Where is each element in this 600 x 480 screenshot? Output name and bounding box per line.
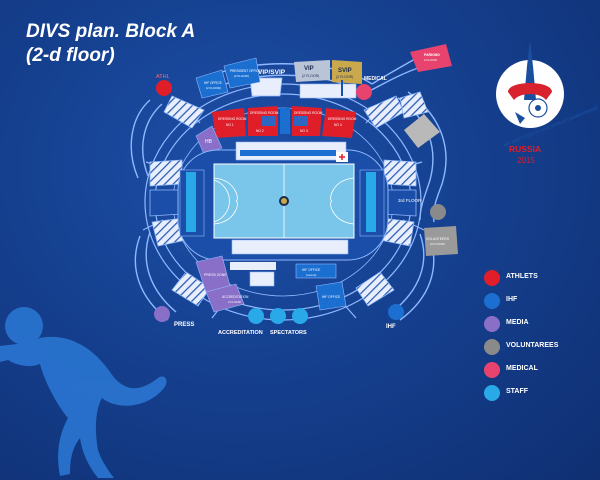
handball-court xyxy=(213,163,355,239)
accreditation-label: ACCREDITATION xyxy=(218,330,263,336)
volunteers-room-sub: (3 FLOOR) xyxy=(430,242,445,246)
legend-swatch xyxy=(484,316,500,332)
legend-item-athlets: ATHLETS xyxy=(484,270,594,288)
floor3-label: 3rd FLOOR xyxy=(398,198,422,203)
vip-box-label: VIP xyxy=(304,66,314,72)
volunteers-rooms[interactable] xyxy=(404,114,458,256)
entrance-markers[interactable] xyxy=(154,304,404,324)
dressing-3-no: NO 3 xyxy=(300,129,308,133)
press-label: PRESS xyxy=(174,322,194,328)
medical-marker[interactable] xyxy=(356,84,372,100)
spectators-label: SPECTATORS xyxy=(270,330,307,336)
dressing-2-label: DRESSING ROOM xyxy=(250,111,279,115)
legend-label: IHF xyxy=(506,296,518,303)
legend-label: STAFF xyxy=(506,388,529,395)
seating-sections xyxy=(149,91,429,307)
ihf-office-label: IHF OFFICE xyxy=(204,81,222,85)
dressing-4-label: DRESSING ROOM xyxy=(328,117,357,121)
svip-box-label: SVIP xyxy=(338,68,352,74)
title-line-1: DIVS plan. Block A xyxy=(26,21,196,42)
legend-swatch xyxy=(484,362,500,378)
ihf-office-sub: (2 FLOOR) xyxy=(206,86,221,90)
vip-svip-label: VIP/SVIP xyxy=(258,69,286,76)
logo-year: 2015 xyxy=(517,156,535,165)
president-office-label: PRESIDENT OFFICE xyxy=(230,69,261,73)
legend-item-staff: STAFF xyxy=(484,385,594,403)
handball-player-silhouette xyxy=(0,307,167,478)
ihf-office-bottom-label: IHF OFFICE xyxy=(302,268,321,272)
legend-item-voluntarees: VOLUNTAREES xyxy=(484,339,594,357)
volunteers-room-label: VOLUNTEERS xyxy=(426,237,450,241)
legend-label: MEDIA xyxy=(506,319,529,326)
hb-label: HB xyxy=(205,139,213,145)
legend-swatch xyxy=(484,293,500,309)
ihf-label: IHF xyxy=(386,324,396,330)
accreditation-room-sub: 2 FLOOR xyxy=(228,300,242,304)
svip-box-sub: (2 FLOOR) xyxy=(336,75,353,79)
parking-label: PARKING xyxy=(424,53,440,57)
dressing-2-no: NO 2 xyxy=(256,129,264,133)
athletes-marker[interactable] xyxy=(156,80,172,96)
dressing-1-no: NO 1 xyxy=(226,123,234,127)
top-left-offices[interactable] xyxy=(195,57,261,99)
legend-swatch xyxy=(484,270,500,286)
logo-country: RUSSIA xyxy=(509,144,541,154)
title-line-2: (2-d floor) xyxy=(26,45,115,66)
athl-label: ATHL xyxy=(156,74,170,80)
press-zone-label: PRESS ZONE xyxy=(204,273,227,277)
legend-item-medical: MEDICAL xyxy=(484,362,594,380)
ihf-office-bottom-sub: (rooms) xyxy=(306,273,316,277)
parking-sub: 2 FLOOR xyxy=(424,58,438,62)
dressing-3-label: DRESSING ROOM xyxy=(294,111,323,115)
page-title: DIVS plan. Block A (2-d floor) xyxy=(26,20,195,68)
parking-area[interactable] xyxy=(410,44,452,72)
legend-label: VOLUNTAREES xyxy=(506,342,559,349)
championship-logo xyxy=(496,40,564,128)
dressing-4-no: NO 4 xyxy=(334,123,342,127)
hb-room[interactable] xyxy=(195,125,223,155)
legend-label: ATHLETS xyxy=(506,273,538,280)
ihf-office-small-label: IHF OFFICE xyxy=(322,295,341,299)
legend-swatch xyxy=(484,339,500,355)
vip-area[interactable] xyxy=(249,60,362,99)
president-office-sub: (2 FLOOR) xyxy=(234,74,249,78)
legend-item-ihf: IHF xyxy=(484,293,594,311)
legend-item-media: MEDIA xyxy=(484,316,594,334)
vip-box-sub: (2 FLOOR) xyxy=(302,74,319,78)
media-rooms[interactable] xyxy=(195,255,276,313)
legend-label: MEDICAL xyxy=(506,365,538,372)
dressing-rooms[interactable] xyxy=(212,106,356,138)
dressing-1-label: DRESSING ROOM xyxy=(218,117,247,121)
medical-label: MEDICAL xyxy=(364,76,387,82)
bottom-right-offices[interactable] xyxy=(295,263,347,311)
legend-swatch xyxy=(484,385,500,401)
accreditation-room-label: ACCREDITATION xyxy=(222,295,249,299)
